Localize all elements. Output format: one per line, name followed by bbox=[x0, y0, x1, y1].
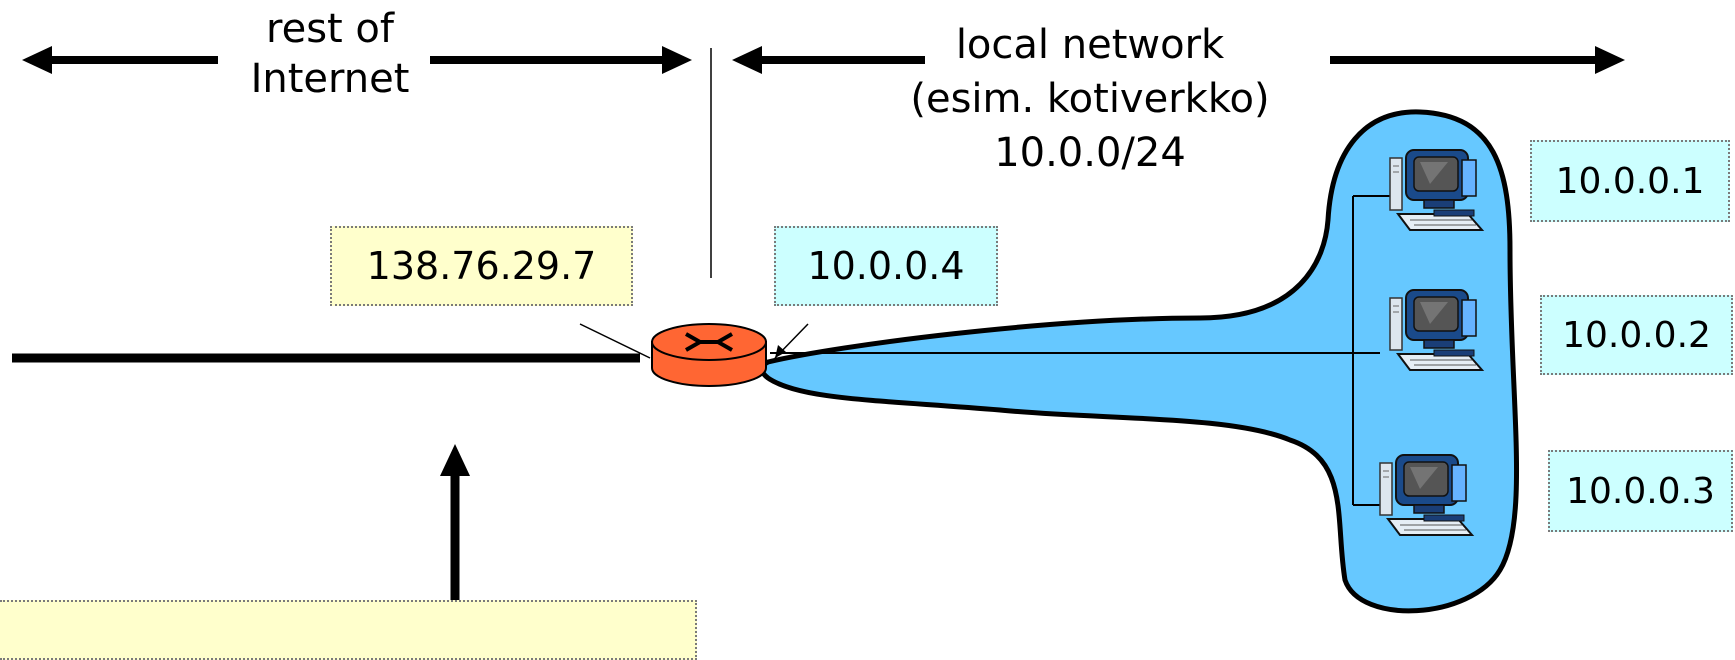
local-network-area bbox=[759, 109, 1520, 614]
rest-of-internet-arrow bbox=[22, 46, 692, 74]
local-network-arrow bbox=[732, 46, 1625, 74]
host2-address: 10.0.0.2 bbox=[1540, 295, 1733, 375]
host3-address: 10.0.0.3 bbox=[1548, 450, 1733, 532]
rest-label-line1: rest of bbox=[266, 6, 394, 52]
host1-address: 10.0.0.1 bbox=[1530, 140, 1730, 222]
router-icon bbox=[651, 323, 767, 387]
rest-of-internet-label: rest of Internet bbox=[230, 4, 430, 104]
local-label-line3: 10.0.0/24 bbox=[994, 130, 1186, 176]
router-local-address: 10.0.0.4 bbox=[774, 226, 998, 306]
nat-diagram bbox=[12, 46, 1625, 614]
local-label-line2: (esim. kotiverkko) bbox=[910, 76, 1270, 122]
local-label-line1: local network bbox=[955, 22, 1225, 68]
rest-label-line2: Internet bbox=[250, 56, 410, 102]
up-arrow bbox=[440, 444, 470, 610]
local-network-label: local network (esim. kotiverkko) 10.0.0/… bbox=[790, 18, 1390, 180]
bottom-note-box bbox=[0, 600, 697, 660]
router-public-address: 138.76.29.7 bbox=[330, 226, 633, 306]
public-address-pointer bbox=[579, 323, 651, 359]
